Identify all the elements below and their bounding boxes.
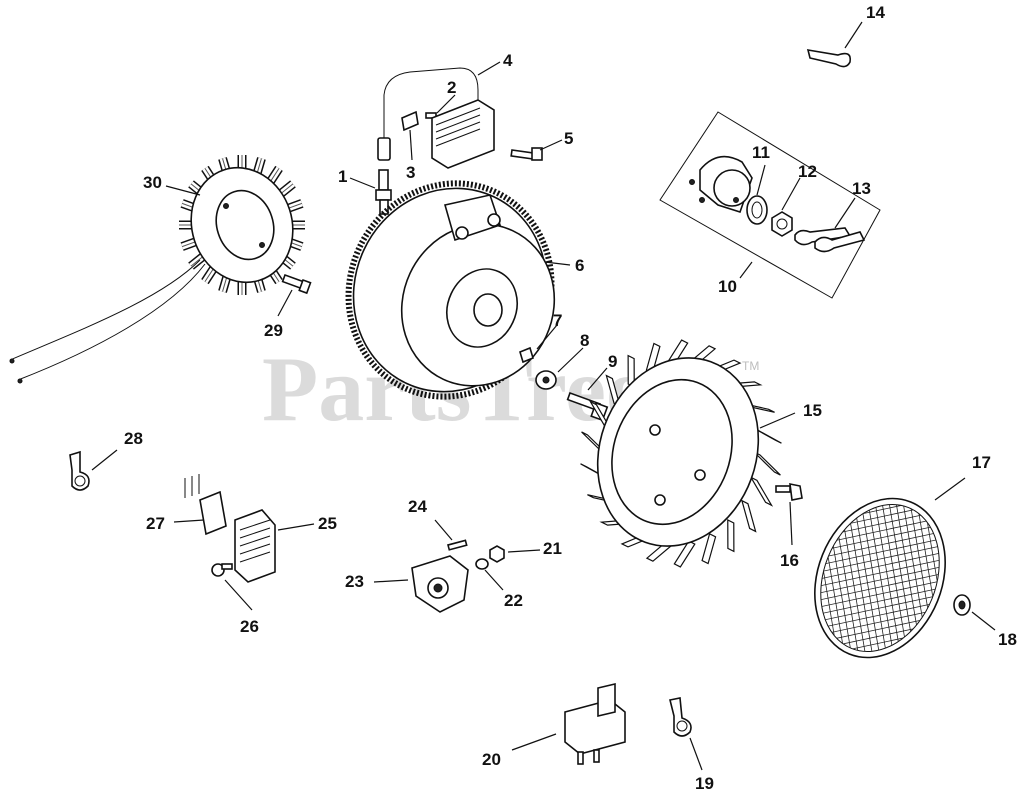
part-2-screw bbox=[425, 112, 437, 119]
callout-28: 28 bbox=[124, 429, 143, 448]
part-13-keys bbox=[794, 227, 866, 253]
callout-20: 20 bbox=[482, 750, 501, 769]
part-19-clamp bbox=[669, 697, 692, 737]
part-24-screw bbox=[447, 539, 468, 551]
part-4-ignition-module bbox=[377, 67, 495, 169]
callout-24: 24 bbox=[408, 497, 427, 516]
part-27-connector bbox=[184, 474, 227, 536]
callout-13: 13 bbox=[852, 179, 871, 198]
part-25-regulator bbox=[234, 509, 276, 583]
callout-6: 6 bbox=[575, 256, 584, 275]
part-17-screen bbox=[809, 486, 961, 670]
part-23-rectifier bbox=[411, 555, 469, 613]
part-30-stator bbox=[9, 155, 305, 384]
part-7-key bbox=[519, 346, 534, 364]
callout-19: 19 bbox=[695, 774, 714, 793]
callout-3: 3 bbox=[406, 163, 415, 182]
callout-10: 10 bbox=[718, 277, 737, 296]
callout-12: 12 bbox=[798, 162, 817, 181]
watermark-trademark: TM bbox=[742, 359, 759, 373]
callout-14: 14 bbox=[866, 3, 885, 22]
part-14-clamp bbox=[806, 49, 852, 68]
part-16-bolt bbox=[775, 482, 803, 501]
part-15-fan bbox=[580, 339, 782, 568]
callout-22: 22 bbox=[504, 591, 523, 610]
part-8-washer bbox=[535, 370, 557, 390]
part-21-nut bbox=[489, 545, 505, 563]
callout-21: 21 bbox=[543, 539, 562, 558]
callout-15: 15 bbox=[803, 401, 822, 420]
callout-23: 23 bbox=[345, 572, 364, 591]
callout-8: 8 bbox=[580, 331, 589, 350]
callout-26: 26 bbox=[240, 617, 259, 636]
part-10-ignition-switch-assembly bbox=[659, 111, 881, 299]
callout-11: 11 bbox=[752, 143, 770, 162]
part-12-nut bbox=[771, 211, 793, 237]
part-6-flywheel bbox=[345, 180, 556, 400]
part-20-relay bbox=[564, 682, 626, 765]
callout-29: 29 bbox=[264, 321, 283, 340]
callout-5: 5 bbox=[564, 129, 573, 148]
callout-1: 1 bbox=[338, 167, 347, 186]
callout-30: 30 bbox=[143, 173, 162, 192]
part-28-clamp bbox=[69, 450, 90, 491]
callout-18: 18 bbox=[998, 630, 1017, 649]
callout-2: 2 bbox=[447, 78, 456, 97]
part-29-bolt bbox=[281, 273, 312, 295]
callout-16: 16 bbox=[780, 551, 799, 570]
callout-17: 17 bbox=[972, 453, 991, 472]
callout-4: 4 bbox=[503, 51, 513, 70]
callout-labels: 1 2 3 4 5 6 7 8 9 10 11 12 13 14 15 16 1… bbox=[124, 3, 1017, 793]
callout-7: 7 bbox=[553, 311, 562, 330]
part-5-bolt bbox=[510, 147, 543, 161]
leader-lines bbox=[91, 21, 996, 771]
part-11-lock-washer bbox=[746, 195, 768, 225]
callout-9: 9 bbox=[608, 352, 617, 371]
part-3-wire-clip bbox=[401, 110, 419, 132]
part-18-nut bbox=[953, 594, 971, 616]
part-26-bolt bbox=[211, 563, 233, 577]
callout-25: 25 bbox=[318, 514, 337, 533]
callout-27: 27 bbox=[146, 514, 165, 533]
part-22-washer bbox=[475, 558, 489, 570]
